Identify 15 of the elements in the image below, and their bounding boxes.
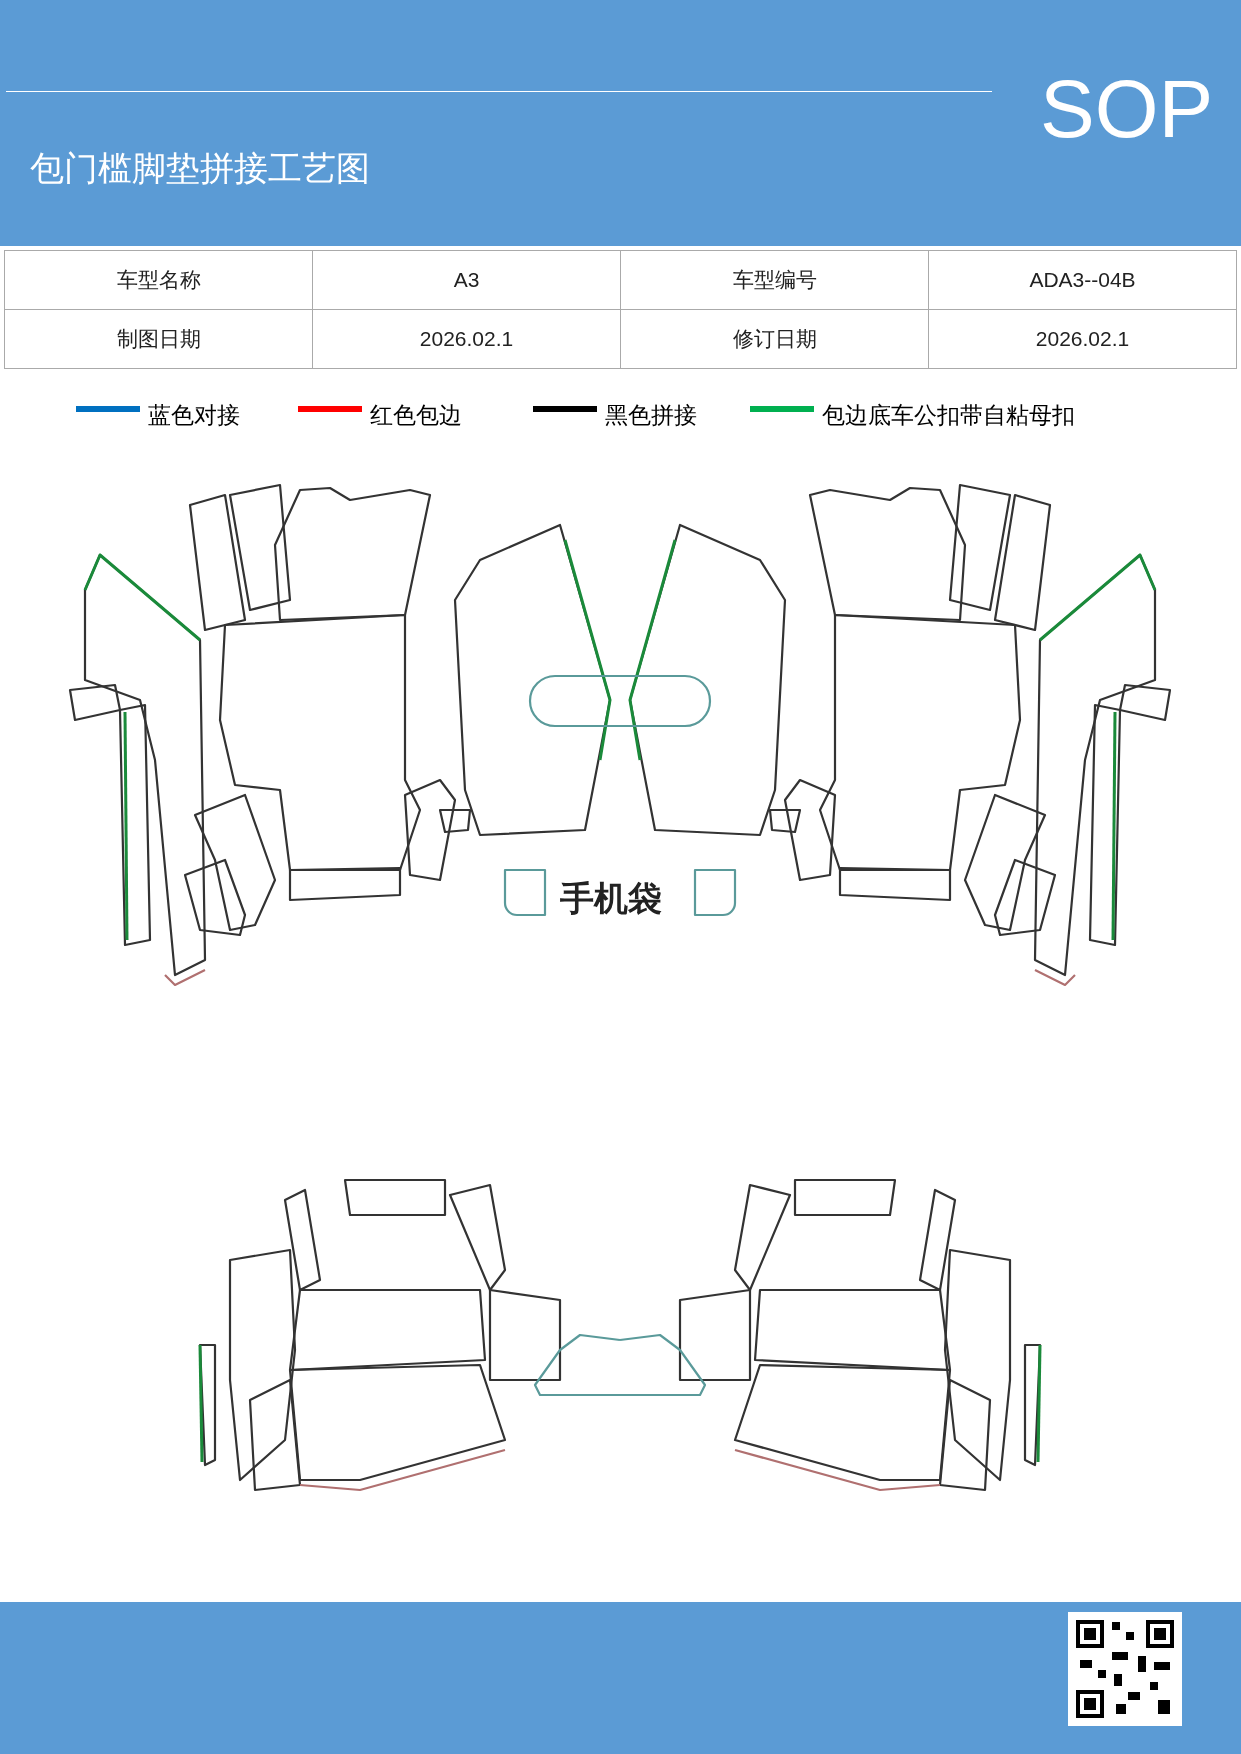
field-name-cell: 车型编号 [620, 250, 929, 310]
field-name-cell: 车型名称 [4, 250, 313, 310]
field-value-cell: 2026.02.1 [928, 309, 1237, 369]
legend-label: 蓝色对接 [148, 401, 240, 430]
field-name-cell: 修订日期 [620, 309, 929, 369]
field-value-cell: ADA3--04B [928, 250, 1237, 310]
legend-label: 红色包边 [370, 401, 462, 430]
legend-label: 包边底车公扣带自粘母扣 [822, 401, 1075, 430]
document-type-text: SOP [1040, 68, 1214, 150]
pocket-label: 手机袋 [560, 877, 662, 920]
field-name-cell: 制图日期 [4, 309, 313, 369]
page-title: 包门槛脚垫拼接工艺图 [30, 147, 370, 190]
field-value-cell: 2026.02.1 [312, 309, 621, 369]
field-value-cell: A3 [312, 250, 621, 310]
legend-label: 黑色拼接 [605, 401, 697, 430]
